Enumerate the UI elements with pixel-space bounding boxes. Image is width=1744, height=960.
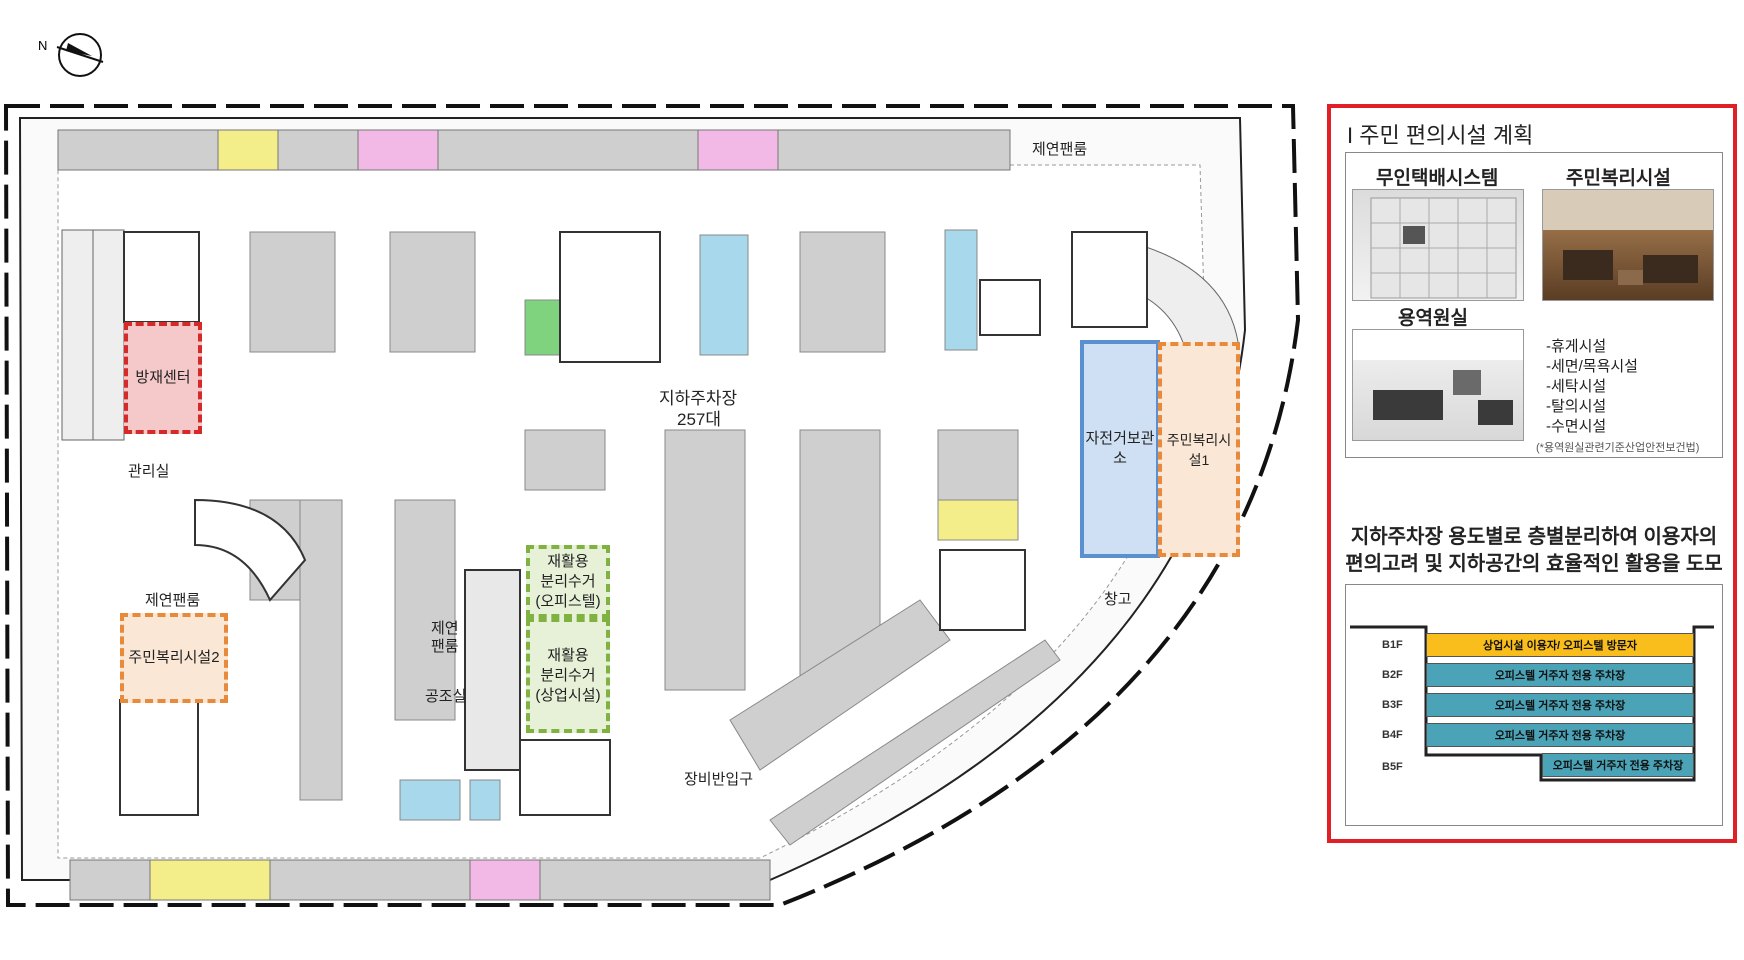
smoke-fan-room-top: 제연팬룸 (1032, 141, 1088, 158)
facility-list-item: -휴게시설 (1546, 338, 1607, 355)
smoke-fan-room-mid: 제연 팬룸 (431, 620, 459, 655)
management-office-label: 관리실 (128, 463, 170, 480)
floor-bar-b1: 상업시설 이용자/ 오피스텔 방문자 (1426, 633, 1694, 657)
facility-list-item: -세면/목욕시설 (1546, 358, 1638, 375)
stair-curve (194, 498, 307, 602)
warehouse-label: 창고 (1104, 591, 1132, 608)
recycle-commercial-zone: 재활용 분리수거 (상업시설) (526, 618, 610, 733)
floor-bar-b4: 오피스텔 거주자 전용 주차장 (1426, 723, 1694, 747)
parking-count: 257대 (677, 410, 722, 429)
parking-row-top (57, 129, 1011, 171)
delivery-locker-photo (1352, 189, 1524, 301)
floor-plan-drawing: N (3, 33, 1301, 907)
staff-room-photo (1352, 329, 1524, 441)
panel-title: I 주민 편의시설 계획 (1347, 123, 1534, 148)
accessible-parking-icon (399, 779, 501, 821)
welfare-2-zone: 주민복리시설2 (120, 613, 228, 703)
staff-room-image (1353, 330, 1523, 425)
delivery-system-title: 무인택배시스템 (1376, 168, 1499, 189)
lounge-image (1543, 190, 1713, 285)
staff-room-title: 용역원실 (1398, 308, 1468, 329)
recycle-office-label: 재활용 분리수거 (오피스텔) (535, 552, 601, 610)
disaster-center-label: 방재센터 (135, 369, 191, 386)
floor-diagram: B1F 상업시설 이용자/ 오피스텔 방문자 B2F 오피스텔 거주자 전용 주… (1345, 584, 1723, 826)
facility-list-item: -탈의시설 (1546, 398, 1607, 415)
facility-box: 무인택배시스템 주민복리시설 용역원실 (1345, 152, 1723, 458)
welfare-facility-title: 주민복리시설 (1566, 168, 1671, 189)
lounge-photo (1542, 189, 1714, 301)
locker-image (1370, 197, 1517, 299)
bike-storage-zone: 자전거보관소 (1080, 340, 1160, 558)
parking-diagonal (729, 599, 951, 771)
floor-level-b5: B5F (1382, 761, 1403, 773)
ramp-left (61, 229, 125, 441)
facility-list-item: -세탁시설 (1546, 378, 1607, 395)
floor-bar-b5: 오피스텔 거주자 전용 주차장 (1542, 753, 1694, 777)
north-arrow-icon: N (38, 33, 104, 77)
bike-storage-label: 자전거보관소 (1085, 430, 1155, 467)
floor-level-b3: B3F (1382, 699, 1403, 711)
aircon-room-label: 공조실 (425, 688, 467, 705)
svg-text:N: N (38, 38, 47, 53)
facility-list-item: -수면시설 (1546, 418, 1607, 435)
resident-facility-panel: I 주민 편의시설 계획 무인택배시스템 주민복리시설 용역원실 (1327, 104, 1737, 843)
core-blocks (119, 231, 1148, 816)
site-boundary (3, 104, 1301, 907)
floor-level-b1: B1F (1382, 639, 1403, 651)
disaster-center-zone: 방재센터 (124, 322, 202, 434)
floor-bar-b2: 오피스텔 거주자 전용 주차장 (1426, 663, 1694, 687)
floor-level-b2: B2F (1382, 669, 1403, 681)
parking-row-bottom (69, 859, 771, 901)
stair-mid (464, 569, 521, 771)
parking-summary-text: 지하주차장 용도별로 층별분리하여 이용자의 편의고려 및 지하공간의 효율적인… (1345, 526, 1723, 575)
smoke-fan-room-left: 제연팬룸 (145, 592, 201, 609)
recycle-commercial-label: 재활용 분리수거 (상업시설) (535, 646, 601, 704)
recycle-office-zone: 재활용 분리수거 (오피스텔) (526, 545, 610, 618)
regulation-note: (*용역원실관련기준산업안전보건법) (1536, 442, 1700, 454)
floor-level-b4: B4F (1382, 729, 1403, 741)
welfare-1-label: 주민복리시설1 (1166, 431, 1232, 468)
floor-bar-b3: 오피스텔 거주자 전용 주차장 (1426, 693, 1694, 717)
parking-title: 지하주차장 (659, 389, 738, 408)
welfare-1-zone: 주민복리시설1 (1158, 342, 1240, 557)
equipment-entrance-label: 장비반입구 (684, 771, 754, 788)
welfare-2-label: 주민복리시설2 (128, 649, 220, 666)
